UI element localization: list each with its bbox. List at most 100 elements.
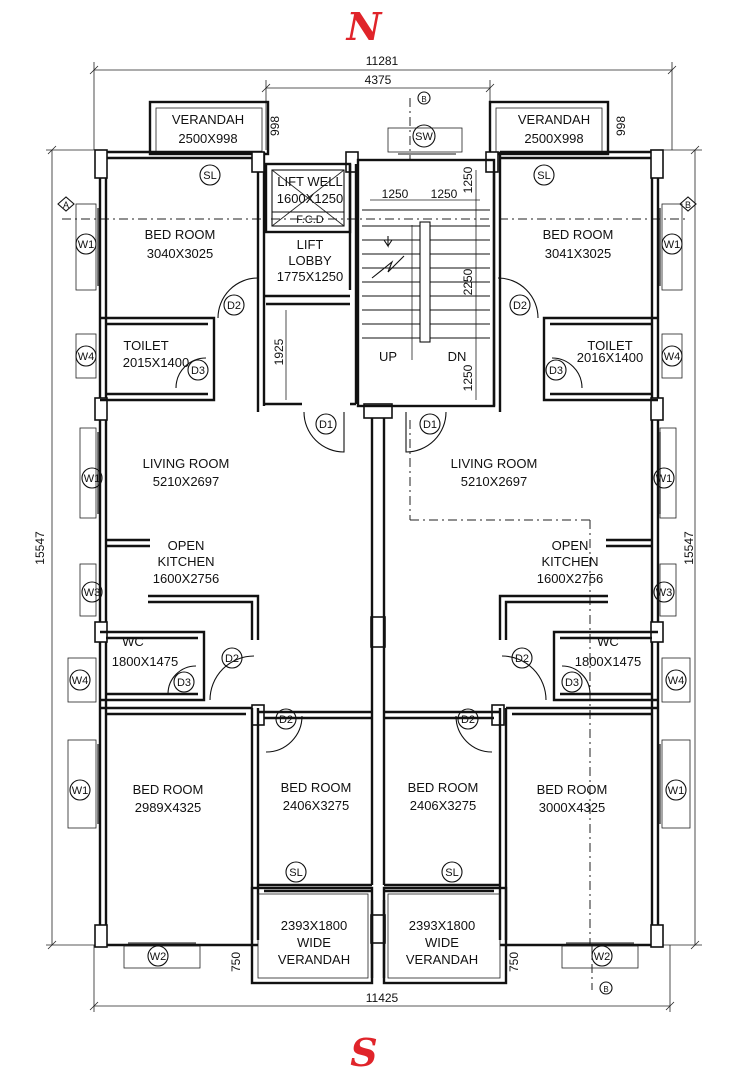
svg-text:B: B bbox=[421, 95, 426, 104]
door-d1: D1 bbox=[405, 411, 447, 453]
svg-text:D2: D2 bbox=[227, 300, 241, 312]
svg-text:A: A bbox=[63, 200, 69, 210]
room-size: 3040X3025 bbox=[147, 246, 214, 261]
svg-text:W4: W4 bbox=[664, 351, 681, 363]
stair-up-label: UP bbox=[379, 349, 397, 364]
dim-stair: 1250 bbox=[461, 364, 475, 391]
bottom-dimension-line bbox=[89, 945, 675, 1012]
room-size: 2015X1400 bbox=[123, 355, 190, 370]
kitchen-left-walls bbox=[106, 538, 260, 640]
dim-overall-bottom: 11425 bbox=[366, 991, 399, 1005]
room-size: 2989X4325 bbox=[135, 800, 202, 815]
room-size: 3000X4325 bbox=[539, 800, 606, 815]
window-w1: W1 bbox=[75, 203, 99, 291]
window-w4: W4 bbox=[67, 657, 97, 703]
room-size: 3041X3025 bbox=[545, 246, 612, 261]
side-dimension-lines bbox=[46, 145, 702, 950]
dim-stair: 1250 bbox=[382, 187, 409, 201]
svg-text:W1: W1 bbox=[668, 785, 685, 797]
room-name-line2: LOBBY bbox=[288, 253, 332, 268]
svg-text:SL: SL bbox=[537, 170, 550, 182]
room-name: BED ROOM bbox=[537, 782, 608, 797]
verandah-top-right bbox=[488, 100, 610, 156]
svg-text:W1: W1 bbox=[664, 239, 681, 251]
room-size: 1600X2756 bbox=[153, 571, 220, 586]
room-size: 2016X1400 bbox=[577, 350, 644, 365]
sw-symbol: SW bbox=[387, 124, 463, 155]
svg-text:W1: W1 bbox=[72, 785, 89, 797]
svg-text:W1: W1 bbox=[84, 473, 101, 485]
room-size: 2500X998 bbox=[178, 131, 237, 146]
room-name: LIVING ROOM bbox=[451, 456, 538, 471]
window-w2: W2 bbox=[561, 942, 639, 969]
window-w1: W1 bbox=[79, 427, 103, 519]
north-label: N bbox=[346, 4, 383, 49]
window-w4: W4 bbox=[661, 657, 691, 703]
room-name: 2393X1800 bbox=[409, 918, 476, 933]
kitchen-right-walls bbox=[498, 538, 652, 640]
window-w4: W4 bbox=[661, 333, 683, 379]
sl-symbol: SL bbox=[199, 164, 221, 186]
room-name: OPEN bbox=[552, 538, 589, 553]
dim-verandah-depth: 998 bbox=[614, 116, 628, 136]
door-d2: D2 bbox=[209, 647, 255, 701]
window-w1: W1 bbox=[659, 739, 691, 829]
door-d2: D2 bbox=[455, 708, 493, 753]
room-name: WC bbox=[597, 634, 619, 649]
svg-text:D2: D2 bbox=[461, 714, 475, 726]
dim-lobby: 1925 bbox=[272, 338, 286, 365]
room-name: TOILET bbox=[587, 338, 632, 353]
svg-text:D2: D2 bbox=[513, 300, 527, 312]
room-size: 2406X3275 bbox=[283, 798, 350, 813]
room-name: WC bbox=[122, 634, 144, 649]
room-name: VERANDAH bbox=[172, 112, 244, 127]
dim-overall-top: 11281 bbox=[366, 54, 399, 68]
dim-stair-core: 4375 bbox=[365, 73, 392, 87]
svg-text:D3: D3 bbox=[177, 677, 191, 689]
room-size: 1600X1250 bbox=[277, 191, 344, 206]
door-d2: D2 bbox=[265, 708, 303, 753]
svg-text:D3: D3 bbox=[549, 365, 563, 377]
room-name: VERANDAH bbox=[518, 112, 590, 127]
svg-text:W4: W4 bbox=[72, 675, 89, 687]
dim-stair: 1250 bbox=[431, 187, 458, 201]
svg-text:SW: SW bbox=[415, 131, 433, 143]
room-name: BED ROOM bbox=[133, 782, 204, 797]
room-name-line3: VERANDAH bbox=[406, 952, 478, 967]
svg-text:W2: W2 bbox=[594, 951, 611, 963]
room-name: BED ROOM bbox=[408, 780, 479, 795]
svg-text:W3: W3 bbox=[656, 587, 673, 599]
room-size: 2406X3275 bbox=[410, 798, 477, 813]
window-w1: W1 bbox=[67, 739, 99, 829]
dim-stair: 1250 bbox=[461, 166, 475, 193]
structural-columns bbox=[94, 149, 664, 948]
window-w4: W4 bbox=[75, 333, 97, 379]
window-w2: W2 bbox=[123, 942, 201, 969]
svg-text:W1: W1 bbox=[78, 239, 95, 251]
svg-text:W4: W4 bbox=[668, 675, 685, 687]
door-d2: D2 bbox=[217, 277, 259, 319]
window-w1: W1 bbox=[653, 427, 677, 519]
svg-text:W1: W1 bbox=[656, 473, 673, 485]
front-verandah-right bbox=[382, 886, 508, 985]
svg-text:D3: D3 bbox=[191, 365, 205, 377]
verandah-top-left bbox=[148, 100, 270, 156]
lift-lobby-walls bbox=[264, 164, 358, 406]
room-size: 5210X2697 bbox=[153, 474, 220, 489]
front-verandah-left bbox=[250, 886, 374, 985]
room-name: OPEN bbox=[168, 538, 205, 553]
window-w3: W3 bbox=[653, 563, 677, 617]
dim-verandah-depth: 998 bbox=[268, 116, 282, 136]
fcd-label: F.C.D bbox=[296, 214, 324, 226]
sl-symbol: SL bbox=[441, 861, 463, 883]
window-w1: W1 bbox=[659, 203, 683, 291]
center-party-wall bbox=[370, 418, 386, 978]
toilet-right: D3 bbox=[542, 316, 658, 402]
room-name-line3: VERANDAH bbox=[278, 952, 350, 967]
svg-text:D2: D2 bbox=[225, 653, 239, 665]
grid-marker-a: A bbox=[57, 196, 75, 212]
door-d2: D2 bbox=[497, 277, 539, 319]
room-name: TOILET bbox=[123, 338, 168, 353]
sl-symbol: SL bbox=[285, 861, 307, 883]
